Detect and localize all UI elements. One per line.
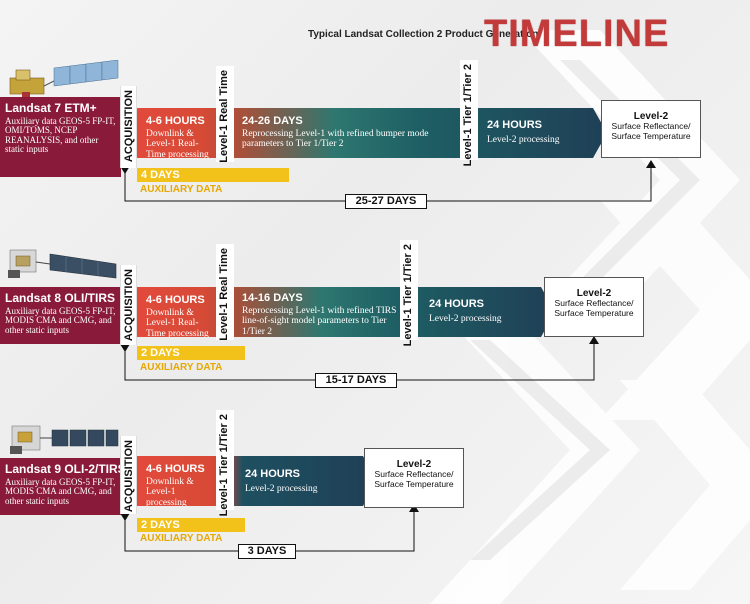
segment2-desc: Reprocessing Level-1 with refined bumper…: [242, 129, 429, 150]
level2-title: Level-2: [633, 111, 669, 122]
acquisition-panel: ACQUISITION: [120, 436, 137, 514]
segment3-desc: Level-2 processing: [429, 314, 502, 324]
acquisition-panel: ACQUISITION: [120, 86, 137, 168]
level2-title: Level-2: [396, 459, 432, 470]
acquisition-panel: ACQUISITION: [120, 265, 137, 345]
process-band-row1: 4-6 HOURS Downlink & Level-1 Real-Time p…: [137, 108, 607, 158]
process-band-row3: 4-6 HOURS Downlink & Level-1 processing …: [137, 456, 377, 506]
satellite-label-landsat7: Landsat 7 ETM+ Auxiliary data GEOS-5 FP-…: [0, 97, 121, 177]
divider-level1-real-time: Level-1 Real Time: [216, 66, 234, 163]
total-days-box: 3 DAYS: [238, 544, 296, 559]
level2-subtitle: Surface Reflectance/ Surface Temperature: [611, 121, 691, 141]
auxiliary-days: 2 DAYS: [141, 347, 180, 359]
segment2-title: 14-16 DAYS: [242, 292, 303, 304]
segment2-title: 24-26 DAYS: [242, 115, 303, 127]
segment1-desc: Downlink & Level-1 processing: [146, 477, 194, 508]
segment1-title: 4-6 HOURS: [146, 463, 205, 475]
auxiliary-label: AUXILIARY DATA: [140, 362, 223, 373]
level2-output-box: Level-2 Surface Reflectance/ Surface Tem…: [601, 100, 701, 158]
header-title: TIMELINE: [484, 13, 670, 55]
satellite-name: Landsat 8 OLI/TIRS: [5, 291, 116, 305]
divider-level1-tier: Level-1 Tier 1/Tier 2: [400, 240, 418, 346]
satellite-label-landsat8: Landsat 8 OLI/TIRS Auxiliary data GEOS-5…: [0, 287, 121, 344]
level2-subtitle: Surface Reflectance/ Surface Temperature: [374, 469, 454, 489]
segment3-title: 24 HOURS: [487, 119, 543, 131]
divider-label: Level-1 Tier 1/Tier 2: [462, 64, 474, 167]
divider-label: Level-1 Real Time: [218, 248, 230, 341]
divider-level1-tier: Level-1 Tier 1/Tier 2: [460, 60, 478, 166]
auxiliary-days: 2 DAYS: [141, 519, 180, 531]
segment3-desc: Level-2 processing: [487, 135, 560, 145]
segment2-desc: Reprocessing Level-1 with refined TIRS l…: [242, 306, 397, 337]
segment3-desc: Level-2 processing: [245, 484, 318, 494]
total-days-box: 25-27 DAYS: [345, 194, 427, 209]
segment3-title: 24 HOURS: [429, 298, 485, 310]
level2-output-box: Level-2 Surface Reflectance/ Surface Tem…: [544, 277, 644, 337]
total-days-box: 15-17 DAYS: [315, 373, 397, 388]
divider-level1-real-time: Level-1 Real Time: [216, 244, 234, 341]
satellite-landsat8-icon: [8, 249, 117, 279]
acquisition-label: ACQUISITION: [123, 440, 135, 513]
auxiliary-inputs: Auxiliary data GEOS-5 FP-IT, MODIS CMA a…: [5, 306, 116, 335]
auxiliary-inputs: Auxiliary data GEOS-5 FP-IT, OMI/TOMS, N…: [5, 116, 116, 155]
divider-label: Level-1 Tier 1/Tier 2: [218, 414, 230, 517]
level2-title: Level-2: [576, 288, 612, 299]
segment1-title: 4-6 HOURS: [146, 115, 205, 127]
segment3-title: 24 HOURS: [245, 468, 301, 480]
segment1-desc: Downlink & Level-1 Real-Time processing: [146, 308, 209, 339]
satellite-landsat7-icon: [9, 60, 119, 98]
satellite-landsat9-icon: [10, 425, 119, 454]
auxiliary-inputs: Auxiliary data GEOS-5 FP-IT, MODIS CMA a…: [5, 477, 116, 506]
satellite-label-landsat9: Landsat 9 OLI-2/TIRS-2 Auxiliary data GE…: [0, 458, 137, 515]
level2-subtitle: Surface Reflectance/ Surface Temperature: [554, 298, 634, 318]
divider-label: Level-1 Real Time: [218, 70, 230, 163]
auxiliary-label: AUXILIARY DATA: [140, 533, 223, 544]
acquisition-label: ACQUISITION: [123, 90, 135, 163]
auxiliary-days: 4 DAYS: [141, 169, 180, 181]
acquisition-label: ACQUISITION: [123, 269, 135, 342]
auxiliary-label: AUXILIARY DATA: [140, 184, 223, 195]
segment1-desc: Downlink & Level-1 Real-Time processing: [146, 129, 209, 160]
satellite-name: Landsat 9 OLI-2/TIRS-2: [5, 462, 137, 476]
level2-output-box: Level-2 Surface Reflectance/ Surface Tem…: [364, 448, 464, 508]
process-band-row2: 4-6 HOURS Downlink & Level-1 Real-Time p…: [137, 287, 555, 337]
segment1-title: 4-6 HOURS: [146, 294, 205, 306]
satellite-name: Landsat 7 ETM+: [5, 101, 97, 115]
divider-level1-tier: Level-1 Tier 1/Tier 2: [216, 410, 234, 516]
divider-label: Level-1 Tier 1/Tier 2: [402, 244, 414, 347]
header-subtitle: Typical Landsat Collection 2 Product Gen…: [308, 29, 539, 40]
